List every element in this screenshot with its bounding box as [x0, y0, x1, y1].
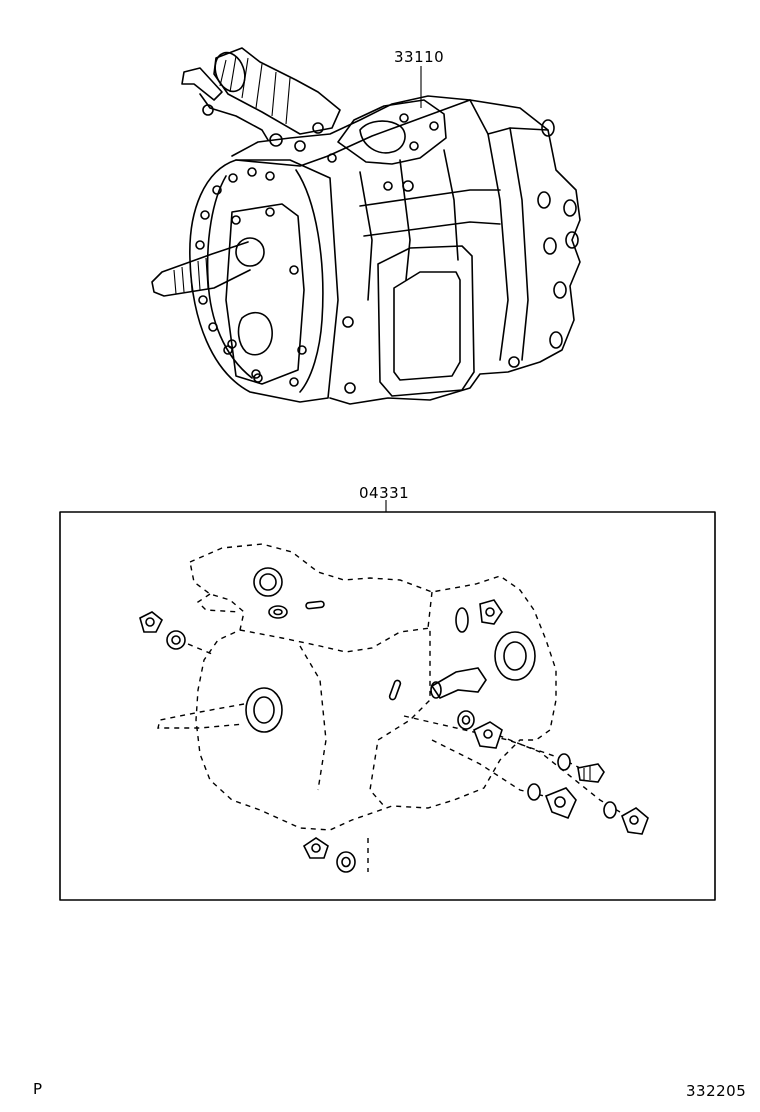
input-shaft: [151, 241, 251, 297]
retainer-lower-boss: [237, 311, 273, 356]
plug-right-1: [472, 721, 503, 749]
right-leader-2: [431, 739, 561, 801]
pin-1: [305, 600, 325, 610]
rear-oil-seal: [494, 631, 536, 681]
bracket-link: [199, 93, 269, 141]
front-retainer: [225, 203, 305, 385]
phantom-case-outline: [189, 543, 557, 831]
pin-2: [388, 679, 402, 701]
callout-04331: 04331: [359, 484, 410, 502]
phantom-case-inner: [239, 627, 431, 807]
o-ring-right-3: [603, 801, 617, 819]
phantom-bell-edge: [299, 645, 327, 791]
shift-housing: [337, 99, 447, 165]
bell-housing: [189, 159, 339, 403]
case-seam: [235, 155, 329, 167]
washer-mid: [457, 710, 475, 730]
input-shaft-splines: [173, 257, 209, 295]
phantom-top-lip: [196, 593, 241, 613]
footer-left-code: P: [33, 1080, 43, 1098]
left-leader: [187, 643, 213, 655]
bolt-right-1: [577, 763, 605, 783]
bracket-arm: [181, 67, 223, 101]
bell-housing-back-edge: [295, 169, 324, 393]
bell-housing-rim: [206, 175, 253, 379]
plug-right-3: [621, 807, 649, 835]
left-plug: [139, 611, 164, 633]
top-oil-seal: [253, 567, 283, 597]
small-gasket-1: [268, 605, 288, 619]
input-shaft-boss: [235, 237, 265, 267]
shift-boot: [213, 47, 341, 135]
side-cover-inner: [393, 271, 461, 381]
side-cover: [377, 245, 475, 397]
o-ring-right-1: [557, 753, 571, 771]
footer-diagram-number: 332205: [686, 1082, 747, 1100]
bottom-plug: [302, 837, 329, 859]
case-ribs: [359, 99, 549, 361]
o-ring-rear: [455, 607, 469, 633]
plug-right-2: [544, 787, 577, 820]
shift-boot-ribs: [219, 55, 291, 125]
front-oil-seal: [245, 687, 283, 733]
phantom-input-shaft: [157, 703, 245, 729]
right-leader-1: [403, 715, 601, 779]
shift-lever-boss: [359, 120, 406, 154]
callout-33110: 33110: [394, 48, 445, 66]
rear-bosses: [537, 119, 579, 349]
gasket-kit-drawing: [139, 543, 649, 873]
rod-seal: [430, 667, 487, 700]
shift-boot-end: [214, 51, 246, 93]
top-cover-edge: [231, 95, 471, 157]
phantom-case-seam: [427, 591, 433, 629]
o-ring-right-2: [527, 783, 541, 801]
main-case: [327, 99, 581, 405]
gasket-kit-frame: [59, 511, 716, 901]
left-gasket: [166, 630, 186, 650]
drain-plug-top: [479, 599, 503, 625]
transmission-assembly-drawing: [151, 47, 581, 405]
bottom-gasket: [336, 851, 356, 873]
